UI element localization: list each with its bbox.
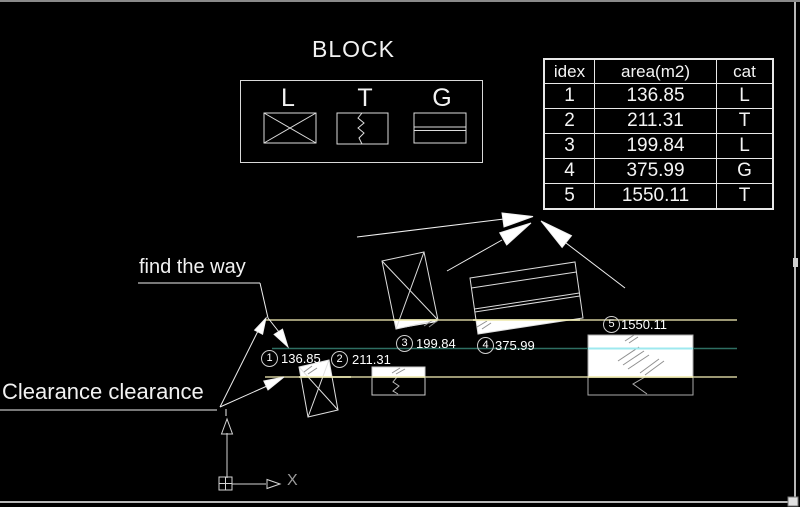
legend-symbol-t-icon[interactable] (336, 112, 389, 145)
legend-label-t: T (357, 84, 373, 112)
cell-area: 1550.11 (594, 183, 717, 210)
window-right-edge[interactable] (794, 2, 796, 502)
legend-symbol-l-icon[interactable] (263, 112, 317, 144)
cell-idex: 2 (543, 108, 595, 134)
summary-table[interactable]: idex area(m2) cat 1 136.85 L 2 211.31 T … (543, 58, 774, 210)
table-row: 5 1550.11 T (543, 183, 774, 210)
cell-area: 136.85 (594, 83, 717, 109)
scrollbar-notch[interactable] (793, 258, 798, 267)
cell-idex: 3 (543, 133, 595, 159)
find-the-way-label[interactable]: find the way (139, 256, 246, 278)
table-row: 1 136.85 L (543, 83, 774, 109)
legend-symbol-g-icon[interactable] (413, 112, 467, 144)
marker-2-circle[interactable]: 2 (331, 351, 348, 368)
marker-3-circle[interactable]: 3 (396, 335, 413, 352)
resize-grip-icon[interactable] (787, 496, 799, 507)
block-title[interactable]: BLOCK (312, 36, 395, 62)
legend-box[interactable] (240, 80, 483, 163)
arrowhead-icon (501, 212, 534, 228)
header-idex: idex (543, 58, 595, 84)
marker-5-value[interactable]: 1550.11 (621, 317, 668, 332)
arrowhead-icon (263, 376, 285, 391)
marker-3-value[interactable]: 199.84 (416, 336, 456, 351)
cell-area: 211.31 (594, 108, 717, 134)
legend-label-l: L (281, 84, 295, 112)
legend-label-g: G (432, 84, 452, 112)
marker-5-circle[interactable]: 5 (603, 316, 620, 333)
legend-symbols[interactable] (263, 112, 467, 145)
table-header-row: idex area(m2) cat (543, 58, 774, 84)
header-area: area(m2) (594, 58, 717, 84)
block-instance-2[interactable] (371, 366, 426, 396)
header-cat: cat (716, 58, 774, 84)
block-instance-3[interactable] (381, 251, 439, 330)
corridor-lines[interactable] (265, 319, 737, 378)
block-instance-5[interactable] (587, 334, 694, 396)
block-instance-4[interactable] (469, 261, 584, 335)
leader-lines[interactable] (0, 212, 626, 416)
cell-cat: T (716, 183, 774, 210)
cell-cat: T (716, 108, 774, 134)
arrowhead-icon (540, 220, 573, 249)
cell-cat: L (716, 83, 774, 109)
clearance-label[interactable]: Clearance clearance (2, 379, 204, 404)
table-row: 4 375.99 G (543, 158, 774, 184)
table-row: 3 199.84 L (543, 133, 774, 159)
arrowhead-icon (273, 328, 290, 349)
cell-area: 199.84 (594, 133, 717, 159)
cell-idex: 4 (543, 158, 595, 184)
window-bottom-edge[interactable] (0, 501, 795, 503)
cell-cat: L (716, 133, 774, 159)
arrowhead-icon (253, 316, 267, 336)
cell-area: 375.99 (594, 158, 717, 184)
arrowhead-icon (498, 222, 532, 246)
cell-cat: G (716, 158, 774, 184)
marker-4-circle[interactable]: 4 (477, 337, 494, 354)
marker-4-value[interactable]: 375.99 (495, 338, 535, 353)
ucs-x-label: X (287, 472, 298, 489)
marker-1-value[interactable]: 136.85 (281, 351, 321, 366)
table-row: 2 211.31 T (543, 108, 774, 134)
block-instance-1[interactable] (298, 359, 339, 418)
cell-idex: 1 (543, 83, 595, 109)
marker-2-value[interactable]: 211.31 (352, 352, 391, 367)
ucs-icon (218, 417, 282, 491)
cell-idex: 5 (543, 183, 595, 210)
window-top-edge (0, 0, 800, 2)
marker-1-circle[interactable]: 1 (261, 350, 278, 367)
